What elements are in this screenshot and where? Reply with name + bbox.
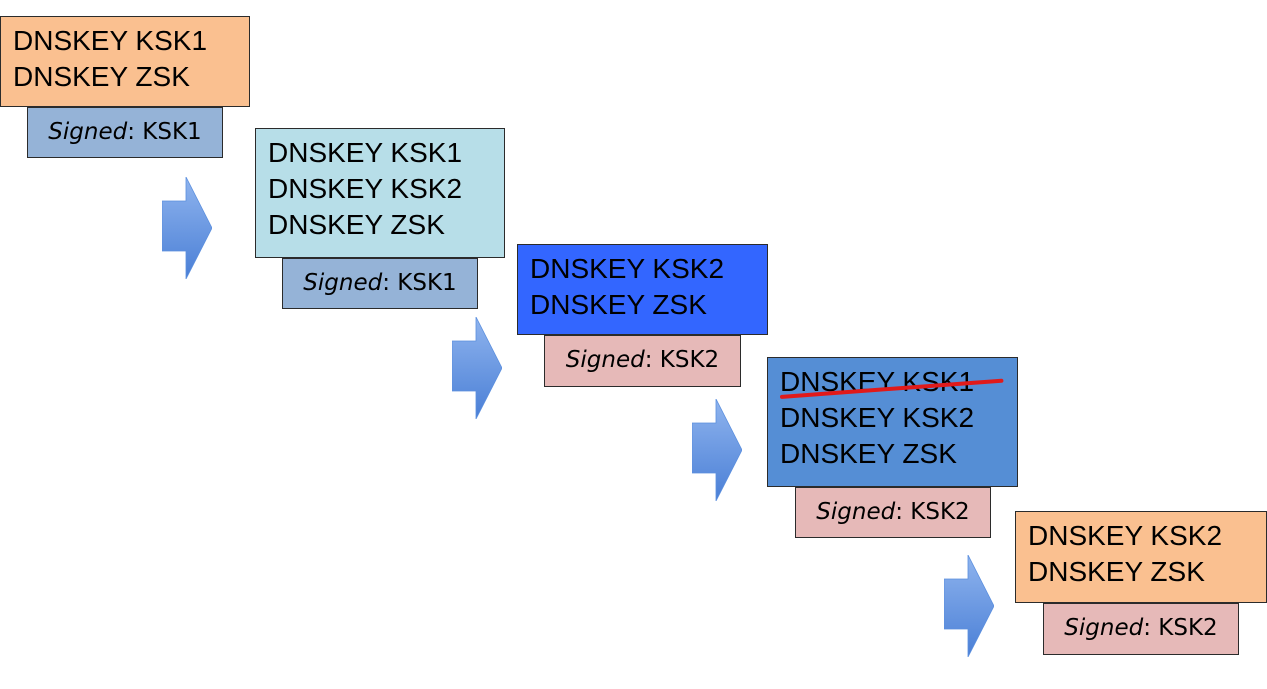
signature-box-step-1: Signed: KSK1 [27,107,223,158]
dnskey-set-step-1: DNSKEY KSK1 DNSKEY ZSK [0,16,250,107]
dnskey-record: DNSKEY KSK2 [1028,520,1223,551]
signature-box-step-5: Signed: KSK2 [1043,603,1239,655]
dnskey-record: DNSKEY KSK2 [268,173,463,204]
signing-key: : KSK2 [1143,615,1218,641]
signed-label: Signed [1064,615,1144,641]
signed-label: Signed [48,119,128,145]
dnskey-record: DNSKEY KSK1 [268,137,463,168]
dnskey-record: DNSKEY ZSK [268,209,445,240]
dnskey-set-step-3: DNSKEY KSK2 DNSKEY ZSK [517,244,768,335]
signing-key: : KSK2 [644,347,720,373]
dnskey-record: DNSKEY KSK2 [530,253,725,284]
dnskey-record: DNSKEY ZSK [1028,556,1205,587]
dnskey-record: DNSKEY ZSK [780,438,957,469]
dnskey-record: DNSKEY ZSK [530,289,707,320]
dnskey-set-step-4: DNSKEY KSK1 DNSKEY KSK2 DNSKEY ZSK [767,357,1018,487]
right-arrow-icon [944,555,994,657]
dnskey-set-step-5: DNSKEY KSK2 DNSKEY ZSK [1015,511,1267,603]
right-arrow-icon [692,399,742,501]
signing-key: : KSK1 [382,270,457,296]
right-arrow-icon [452,317,502,419]
dnskey-set-step-2: DNSKEY KSK1 DNSKEY KSK2 DNSKEY ZSK [255,128,505,258]
signing-key: : KSK1 [127,119,202,145]
signing-key: : KSK2 [895,499,970,525]
dnskey-record: DNSKEY ZSK [13,61,190,92]
dnskey-record: DNSKEY KSK2 [780,402,975,433]
dnskey-record: DNSKEY KSK1 [13,25,208,56]
signed-label: Signed [816,499,896,525]
signature-box-step-4: Signed: KSK2 [795,487,991,538]
signature-box-step-3: Signed: KSK2 [544,335,741,387]
signed-label: Signed [303,270,383,296]
signed-label: Signed [565,347,645,373]
right-arrow-icon [162,177,212,279]
signature-box-step-2: Signed: KSK1 [282,258,478,309]
